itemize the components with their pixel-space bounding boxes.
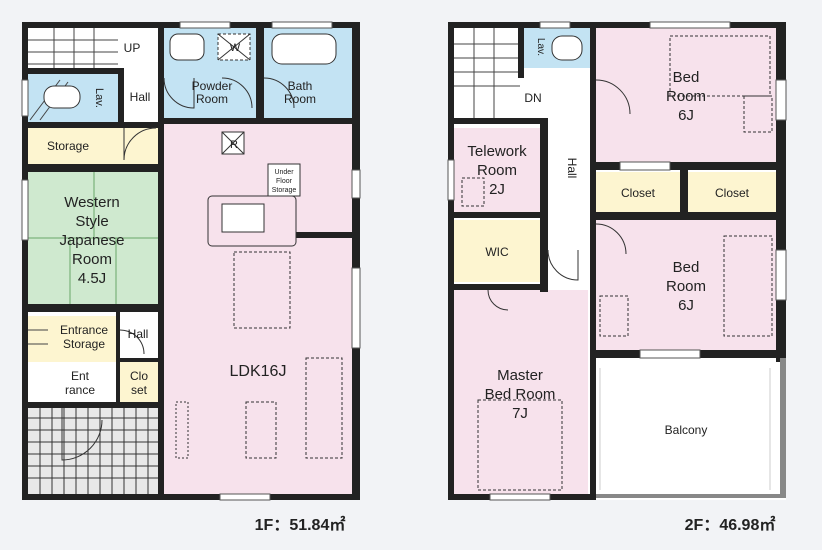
floor2-labels: Lav. DN Hall Telework Room 2J WIC Bed Ro…: [467, 38, 749, 437]
balcony-lines: [599, 368, 771, 490]
floor2-stairs: [454, 28, 520, 118]
entrance-label-1: Ent: [71, 369, 90, 383]
lav2-label: Lav.: [535, 38, 546, 56]
bath-label-1: Bath: [288, 79, 313, 93]
dn-label: DN: [524, 91, 541, 105]
entrance-storage-label-1: Entrance: [60, 323, 108, 337]
bed-icon: [669, 35, 771, 97]
wic-label: WIC: [485, 245, 509, 259]
bed2-label-3: 6J: [678, 297, 694, 314]
desk-icon: [461, 177, 485, 207]
bathtub-icon: [271, 33, 337, 65]
entrance-storage-label-2: Storage: [63, 337, 105, 351]
bath-label-2: Room: [284, 92, 316, 106]
coffee-table-icon: [245, 401, 277, 459]
floor2-fixtures: [461, 35, 773, 491]
hall2f-label: Hall: [565, 158, 579, 179]
floor2-toilet: [551, 35, 583, 61]
toilet-icon: [551, 35, 583, 61]
under-floor-label-3: Storage: [272, 187, 297, 194]
japanese-label-5: 4.5J: [78, 270, 106, 287]
bed1-label-2: Room: [666, 88, 706, 105]
bed-icon: [723, 235, 773, 337]
balcony-label: Balcony: [665, 423, 708, 437]
fridge-cross: [217, 33, 251, 155]
master-label-1: Master: [497, 367, 543, 384]
underfloor-hatch-icon: [267, 163, 301, 197]
under-floor-label-2: Floor: [276, 178, 293, 185]
master-label-2: Bed Room: [485, 386, 556, 403]
tv-board-icon: [175, 401, 189, 459]
desk-icon: [599, 295, 629, 337]
washbasin-icon: [169, 33, 205, 61]
bed2-label-2: Room: [666, 278, 706, 295]
bed1-label-3: 6J: [678, 107, 694, 124]
telework-label-2: Room: [477, 162, 517, 179]
floor1-area: 1F：51.84㎡: [255, 515, 346, 534]
entrance-label-2: rance: [65, 383, 95, 397]
japanese-label-2: Style: [75, 213, 108, 230]
desk-icon: [743, 95, 773, 133]
lav-label: Lav.: [93, 88, 105, 108]
sofa-icon: [305, 357, 343, 459]
closet-label-1: Clo: [130, 369, 148, 383]
japanese-label-3: Japanese: [59, 232, 124, 249]
powder-label-2: Room: [196, 92, 228, 106]
floor1-labels: UP Lav. Hall W Powder Room Bath Room Sto…: [47, 41, 316, 397]
hall2-label: Hall: [128, 327, 149, 341]
japanese-label-4: Room: [72, 251, 112, 268]
master-label-3: 7J: [512, 405, 528, 422]
toilet-icon: [43, 85, 81, 109]
closet-label-2: set: [131, 383, 148, 397]
bed2-label-1: Bed: [673, 259, 700, 276]
japanese-label-1: Western: [64, 194, 120, 211]
floor1-fixtures: [43, 33, 343, 459]
tatami-grid: [28, 172, 160, 304]
floor2-area: 2F：46.98㎡: [685, 515, 776, 534]
telework-label-3: 2J: [489, 181, 505, 198]
ldk-label: LDK16J: [230, 363, 287, 380]
storage-label: Storage: [47, 139, 89, 153]
up-label: UP: [124, 41, 141, 55]
under-floor-label-1: Under: [274, 169, 294, 176]
powder-label-1: Powder: [192, 79, 233, 93]
closet2-label: Closet: [715, 186, 750, 200]
hall-label: Hall: [130, 90, 151, 104]
dining-table-icon: [233, 251, 291, 329]
w-label: W: [230, 42, 241, 54]
floor2-fills: [454, 28, 780, 494]
r-label: R: [230, 139, 238, 151]
closet1-label: Closet: [621, 186, 656, 200]
sink-icon: [221, 203, 265, 233]
entrance-tiles: [28, 408, 158, 494]
bed1-label-1: Bed: [673, 69, 700, 86]
door-swings: [61, 77, 631, 461]
telework-label-1: Telework: [467, 143, 527, 160]
windows: [21, 21, 787, 501]
bed-icon: [477, 399, 563, 491]
